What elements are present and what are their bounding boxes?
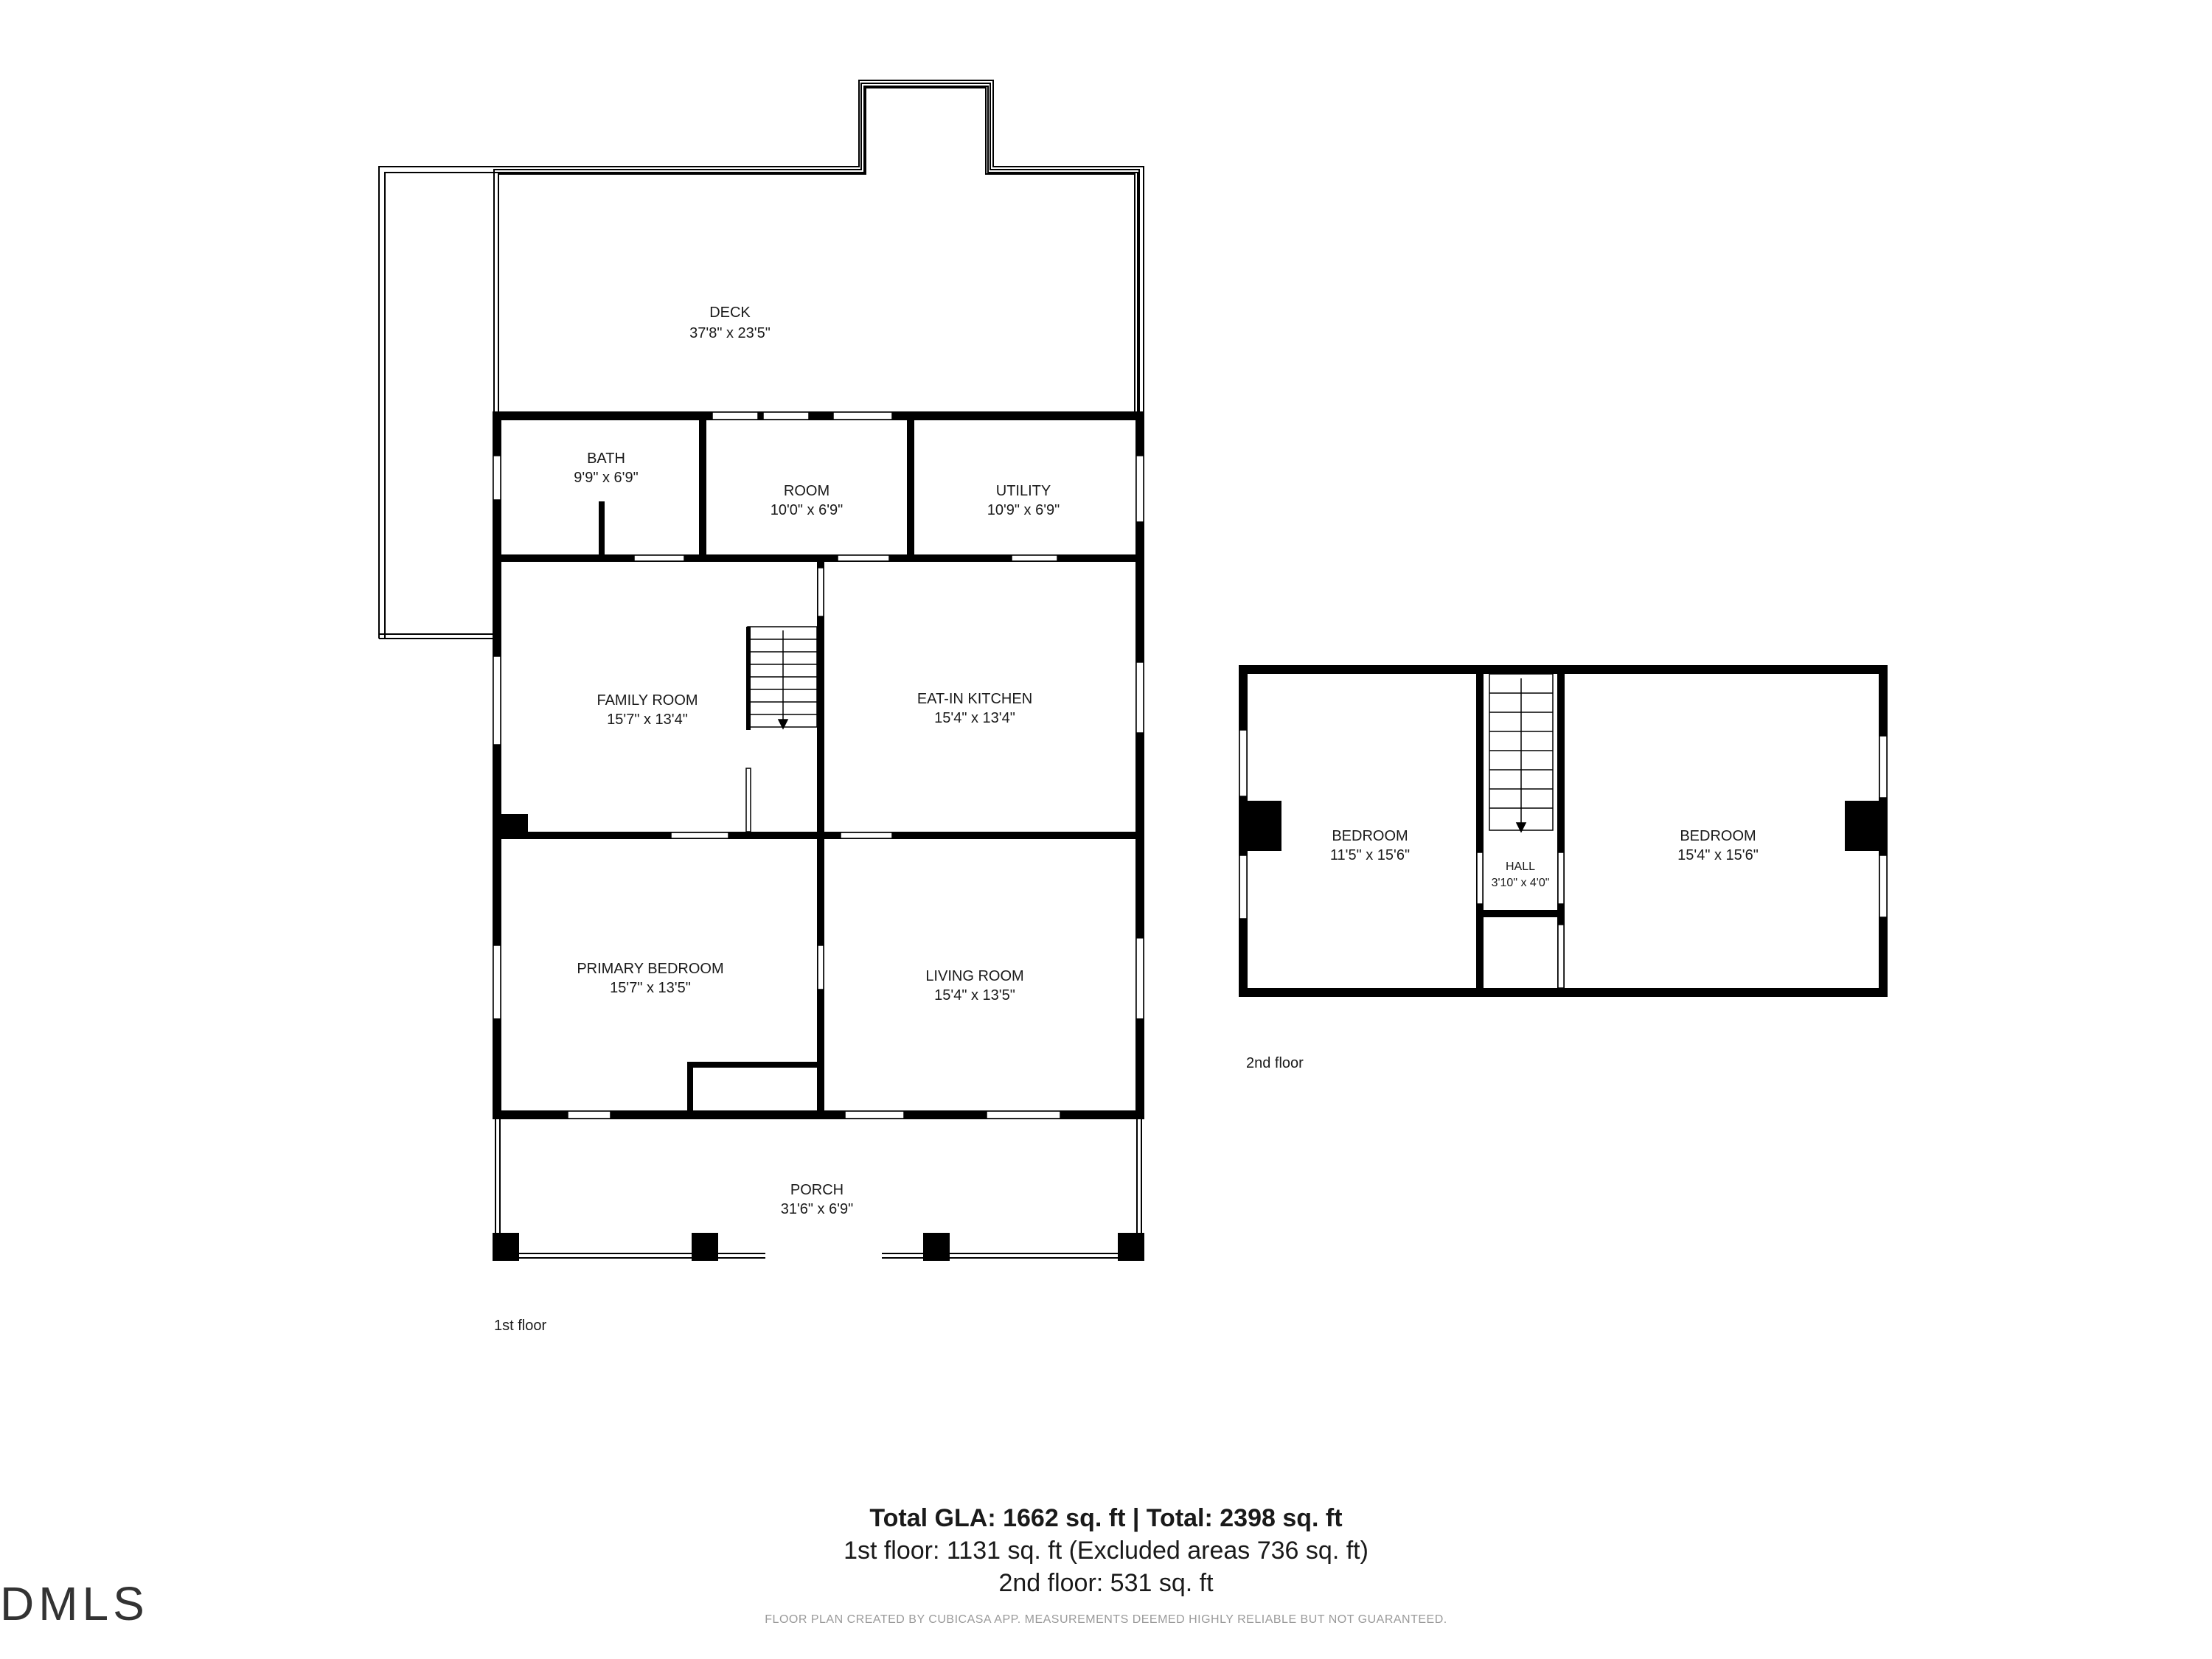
- second-floor-label: 2nd floor: [1246, 1055, 1304, 1071]
- eat-in-kitchen-dims: 15'4" x 13'4": [934, 710, 1015, 726]
- living-room-name: LIVING ROOM: [925, 968, 1023, 984]
- bedroom-right-dims: 15'4" x 15'6": [1677, 847, 1759, 863]
- bath-name: BATH: [587, 451, 625, 467]
- floor-labels: 1st floor 2nd floor: [494, 1055, 1304, 1334]
- primary-bedroom-name: PRIMARY BEDROOM: [577, 961, 723, 977]
- deck-dims: 37'8" x 23'5": [689, 325, 771, 341]
- porch-dims: 31'6" x 6'9": [781, 1201, 854, 1217]
- eat-in-kitchen-name: EAT-IN KITCHEN: [917, 691, 1032, 707]
- first-floor-area: 1st floor: 1131 sq. ft (Excluded areas 7…: [844, 1537, 1368, 1565]
- room-labels: DECK 37'8" x 23'5" BATH 9'9" x 6'9" ROOM…: [574, 305, 1759, 1217]
- primary-bedroom-dims: 15'7" x 13'5": [610, 980, 691, 996]
- room-dims: 10'0" x 6'9": [771, 502, 844, 518]
- second-floor-area: 2nd floor: 531 sq. ft: [998, 1569, 1214, 1597]
- disclaimer: FLOOR PLAN CREATED BY CUBICASA APP. MEAS…: [765, 1613, 1447, 1626]
- total-area-title: Total GLA: 1662 sq. ft | Total: 2398 sq.…: [869, 1504, 1343, 1532]
- bath-dims: 9'9" x 6'9": [574, 470, 638, 486]
- second-floor-openings: [1239, 729, 1888, 989]
- room-name: ROOM: [784, 483, 830, 499]
- family-room-name: FAMILY ROOM: [597, 692, 698, 709]
- utility-dims: 10'9" x 6'9": [987, 502, 1060, 518]
- bedroom-right-name: BEDROOM: [1680, 828, 1756, 844]
- hall-name: HALL: [1506, 860, 1535, 873]
- porch-name: PORCH: [790, 1182, 844, 1198]
- first-floor-openings: [493, 411, 1144, 1119]
- living-room-dims: 15'4" x 13'5": [934, 987, 1015, 1004]
- first-floor-stairs: [747, 626, 818, 730]
- deck-name: DECK: [709, 305, 751, 321]
- family-room-dims: 15'7" x 13'4": [607, 712, 688, 728]
- first-floor-label: 1st floor: [494, 1318, 546, 1334]
- dmls-logo: DMLS: [0, 1577, 149, 1630]
- bedroom-left-name: BEDROOM: [1332, 828, 1408, 844]
- bedroom-left-dims: 11'5" x 15'6": [1330, 847, 1410, 863]
- porch-outline: [495, 1119, 1142, 1259]
- hall-dims: 3'10" x 4'0": [1492, 877, 1550, 889]
- first-floor-walls: [493, 411, 1144, 1261]
- utility-name: UTILITY: [996, 483, 1051, 499]
- deck-outline: [378, 80, 1144, 639]
- second-floor-stairs: [1489, 673, 1554, 833]
